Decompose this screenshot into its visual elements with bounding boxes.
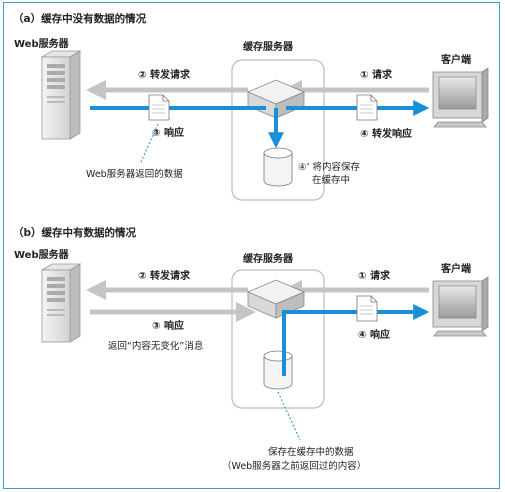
step4-label: ④ 响应	[358, 328, 390, 341]
cache-storage-icon	[263, 350, 293, 390]
step3-label: ③ 响应	[152, 319, 184, 332]
client-label: 客户端	[440, 262, 471, 275]
cache-server-label: 缓存服务器	[242, 252, 294, 265]
step4-label: ④ 转发响应	[360, 127, 412, 140]
cached-response-arrow	[282, 304, 430, 376]
cache-server-label: 缓存服务器	[242, 40, 294, 53]
panel-b: （b）缓存中有数据的情况 Web服务器 缓存服务器 客户端	[13, 226, 489, 472]
cache-server-icon	[246, 79, 306, 119]
step2-label: ② 转发请求	[138, 269, 191, 282]
client-computer-icon	[432, 67, 489, 128]
cache-server-box	[231, 269, 325, 409]
web-server-icon	[40, 50, 82, 140]
web-return-label: Web服务器返回的数据	[86, 168, 183, 180]
cached-data-label-line1: 保存在缓存中的数据	[268, 446, 354, 458]
cache-storage-icon	[263, 147, 293, 187]
cache-server-box	[231, 59, 325, 201]
document-icon	[356, 94, 378, 121]
step1-label: ① 请求	[358, 269, 391, 282]
step3-label: ③ 响应	[152, 126, 184, 139]
document-icon	[148, 94, 170, 121]
panel-a-title: （a）缓存中没有数据的情况	[13, 12, 147, 25]
step4p-label-line1: ④’ 将内容保存	[298, 161, 361, 173]
client-computer-icon	[432, 276, 489, 337]
panel-b-title: （b）缓存中有数据的情况	[13, 226, 137, 239]
web-server-label: Web服务器	[14, 37, 70, 50]
web-server-label: Web服务器	[14, 248, 70, 261]
step2-label: ② 转发请求	[138, 68, 191, 81]
figure-frame	[3, 2, 500, 489]
cached-data-label-line2: （Web服务器之前返回过的内容）	[222, 460, 366, 472]
leader-line	[139, 123, 159, 165]
leader-line	[277, 391, 301, 441]
panel-a: （a）缓存中没有数据的情况 Web服务器 缓存服务器 客户端	[13, 12, 489, 201]
web-server-icon	[40, 263, 82, 343]
step4p-label-line2: 在缓存中	[312, 174, 350, 186]
unchanged-message-label: 返回“内容无变化”消息	[108, 340, 203, 352]
step1-label: ① 请求	[360, 68, 393, 81]
document-icon	[356, 295, 378, 322]
client-label: 客户端	[440, 53, 471, 66]
